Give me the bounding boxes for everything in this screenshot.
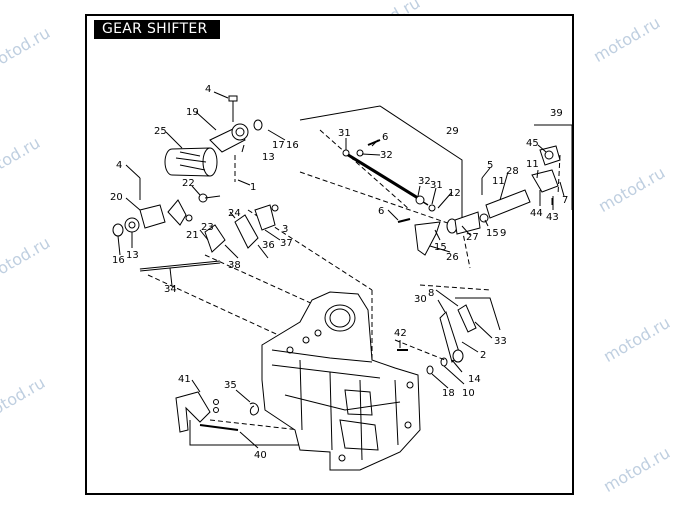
callout: 30 (414, 294, 427, 305)
detent-spring (249, 402, 259, 416)
callout: 11 (526, 159, 539, 170)
shift-fork-rear (234, 214, 259, 249)
callout: 6 (382, 132, 388, 143)
callout: 25 (154, 126, 167, 137)
callout: 42 (394, 328, 407, 339)
callout: 20 (110, 192, 123, 203)
callout: 15 (486, 228, 499, 239)
callout: 44 (530, 208, 543, 219)
shift-spindle (454, 211, 481, 235)
callout: 41 (178, 374, 191, 385)
callout: 6 (378, 206, 384, 217)
shift-link (457, 304, 477, 333)
diagram-title: GEAR SHIFTER (94, 20, 220, 39)
callout: 19 (186, 107, 199, 118)
callout: 21 (186, 230, 199, 241)
callout: 36 (262, 240, 275, 251)
callout: 24 (228, 208, 241, 219)
shift-fork-middle (204, 224, 226, 253)
bracket-40 (189, 420, 300, 446)
callout: 12 (448, 188, 461, 199)
callout: 37 (280, 238, 293, 249)
callout: 43 (546, 212, 559, 223)
callout: 27 (466, 232, 479, 243)
callout: 39 (550, 108, 563, 119)
callout: 16 (112, 255, 125, 266)
transmission-case (261, 291, 421, 471)
callout: 1 (250, 182, 256, 193)
callout: 29 (446, 126, 459, 137)
callout: 33 (494, 336, 507, 347)
bearing (231, 123, 249, 141)
callout: 2 (480, 350, 486, 361)
callout-labels: 1 2 3 4 4 5 6 6 7 8 9 10 11 11 12 13 13 … (110, 84, 568, 461)
callout: 7 (562, 195, 568, 206)
assembly-guide-lines (147, 129, 561, 431)
callout: 14 (468, 374, 481, 385)
bracket-39 (534, 124, 573, 210)
shift-fork-front (167, 199, 187, 226)
detent-arm (175, 391, 211, 433)
callout: 28 (506, 166, 519, 177)
fork-cam (254, 204, 276, 231)
callout: 40 (254, 450, 267, 461)
shift-lever (414, 221, 441, 256)
callout: 15 (434, 242, 447, 253)
bracket-33 (455, 297, 501, 331)
o-ring-left (112, 223, 124, 237)
callout: 34 (164, 284, 177, 295)
callout: 32 (380, 150, 393, 161)
callout: 8 (428, 288, 434, 299)
shifter-clamp (531, 169, 559, 193)
shift-drum (164, 147, 218, 177)
callout: 13 (126, 250, 139, 261)
callout: 5 (487, 160, 493, 171)
callout: 16 (286, 140, 299, 151)
retaining-ring (253, 119, 263, 131)
leader-lines (117, 91, 565, 449)
callout: 4 (116, 160, 122, 171)
callout: 9 (500, 228, 506, 239)
callout: 35 (224, 380, 237, 391)
drum-bracket (139, 204, 166, 229)
callout: 11 (492, 176, 505, 187)
callout: 10 (462, 388, 475, 399)
callout: 4 (205, 84, 211, 95)
callout: 13 (262, 152, 275, 163)
callout: 17 (272, 140, 285, 151)
callout: 23 (201, 222, 214, 233)
callout: 3 (282, 224, 288, 235)
callout: 45 (526, 138, 539, 149)
bearing-left (124, 217, 140, 233)
callout: 38 (228, 260, 241, 271)
bracket-29 (299, 105, 463, 230)
callout: 31 (338, 128, 351, 139)
shifter-tube (485, 189, 531, 219)
callout: 31 (430, 180, 443, 191)
callout: 18 (442, 388, 455, 399)
callout: 26 (446, 252, 459, 263)
callout: 22 (182, 178, 195, 189)
callout: 32 (418, 176, 431, 187)
